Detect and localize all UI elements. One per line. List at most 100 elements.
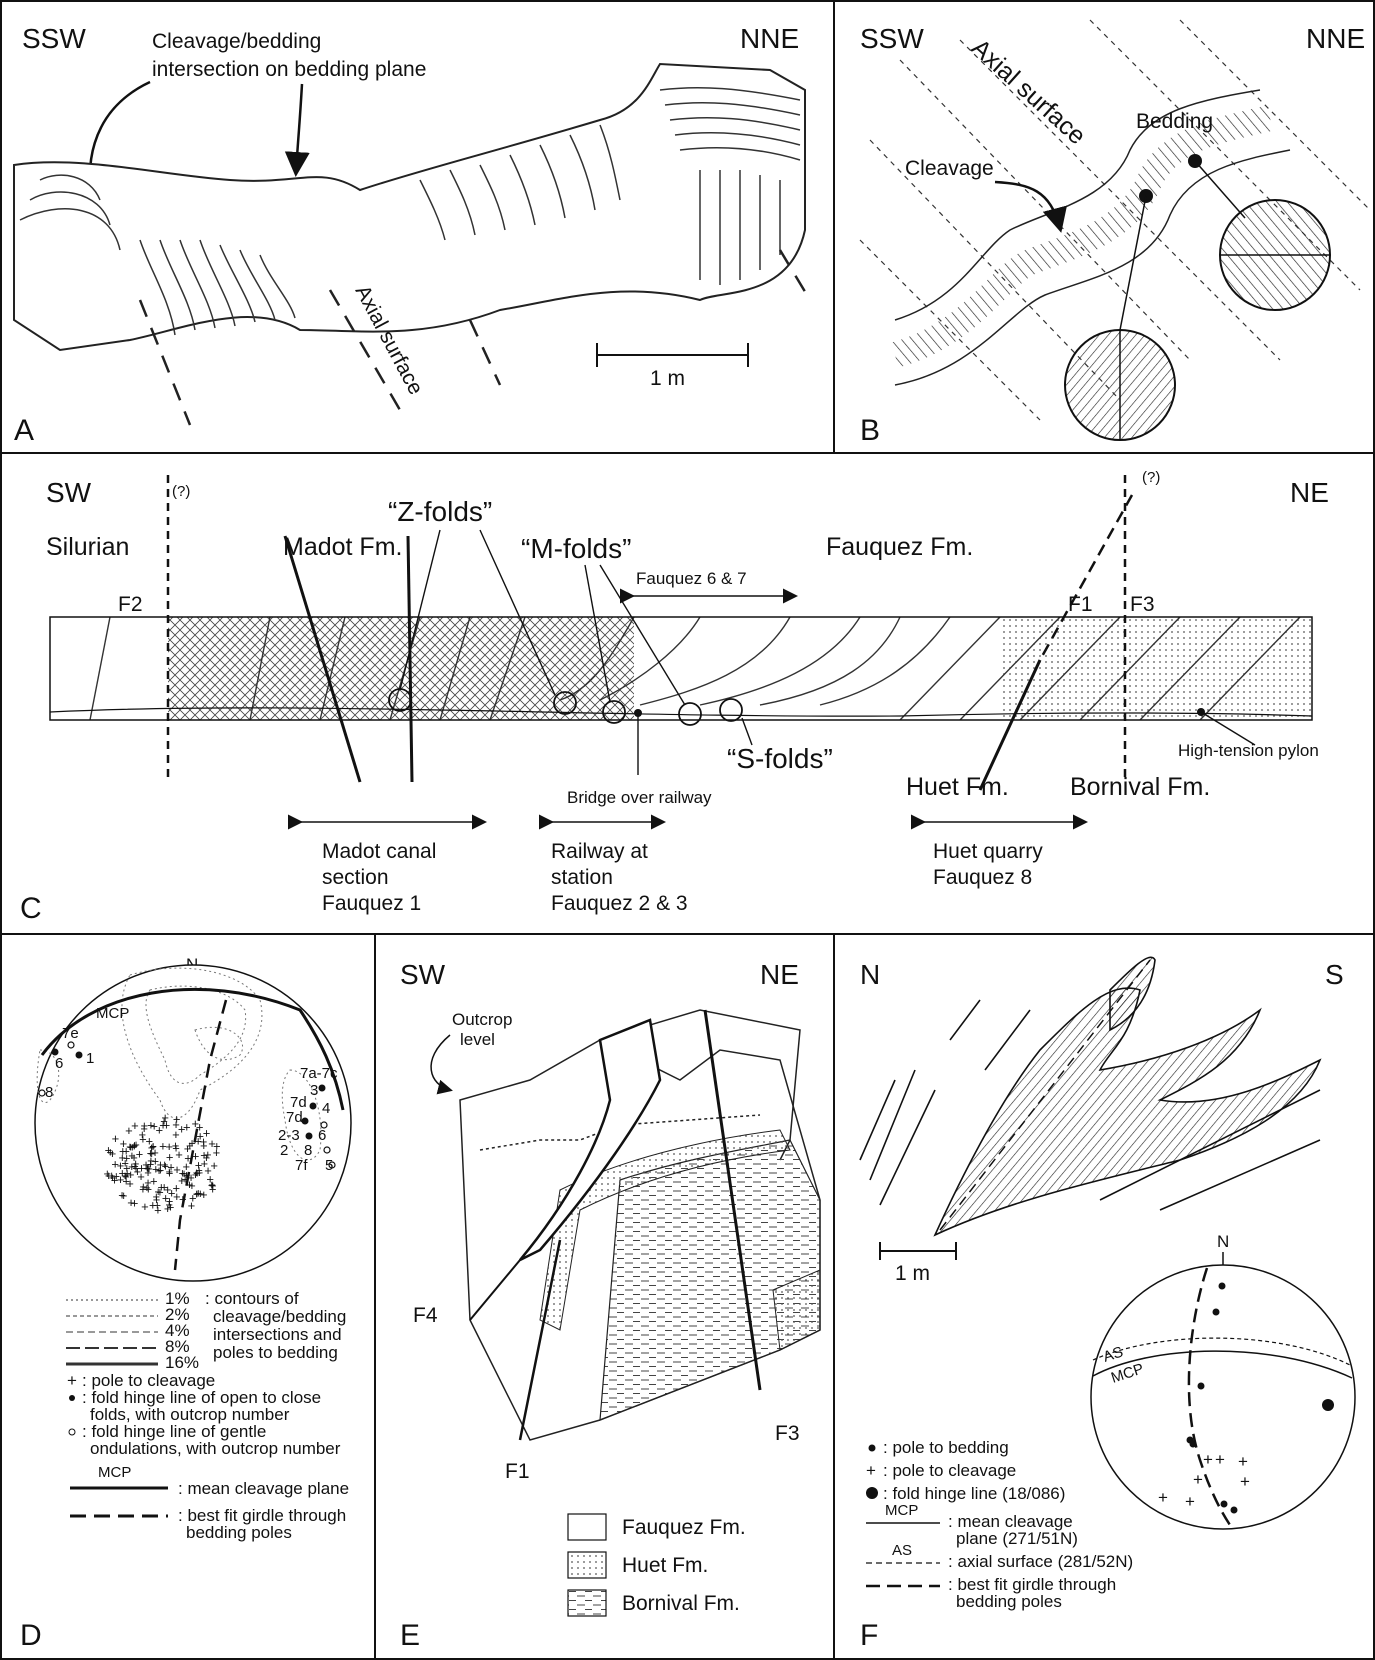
svg-text:+: + <box>1238 1452 1248 1471</box>
panel-e-legend-huet: Huet Fm. <box>622 1554 708 1577</box>
panel-b-left-direction: SSW <box>860 23 924 54</box>
cleavage-pole-mark: + <box>187 1170 195 1185</box>
panel-d-legend-pct: 1% 2% 4% 8% 16% <box>165 1289 199 1372</box>
svg-text:cleavage/bedding: cleavage/bedding <box>213 1307 346 1326</box>
panel-f-legend-big-dot <box>866 1487 878 1499</box>
panel-d-legend-dot <box>69 1395 75 1401</box>
panel-b-cleavage-label: Cleavage <box>905 157 994 180</box>
panel-c-pylon: High-tension pylon <box>1178 741 1319 760</box>
panel-d-legend-girdle-b: bedding poles <box>186 1523 292 1542</box>
panel-c-huet: Huet Fm. <box>906 773 1009 801</box>
panel-c-q-right: (?) <box>1142 469 1160 486</box>
panel-b-letter: B <box>860 414 880 447</box>
panel-f-fold-core <box>1110 957 1155 1030</box>
panel-c-right-direction: NE <box>1290 477 1329 508</box>
panel-b-bedding-label: Bedding <box>1136 110 1213 133</box>
panel-c-silurian-block <box>50 617 185 720</box>
panel-c-f1: F1 <box>1068 593 1093 616</box>
panel-b-axial-label: Axial surface <box>966 34 1091 151</box>
panel-e-legend-swatch-huet <box>568 1552 606 1578</box>
panel-f-north: N <box>1217 1232 1229 1251</box>
panel-c-fauquez: Fauquez Fm. <box>826 533 973 561</box>
svg-text:5: 5 <box>325 1157 333 1174</box>
cleavage-pole-mark: + <box>109 1170 117 1185</box>
svg-text:7e: 7e <box>62 1025 79 1042</box>
panel-f-legend-dot <box>869 1445 876 1452</box>
cleavage-pole-mark: + <box>153 1192 161 1207</box>
panel-c: SW NE Silurian Madot Fm. “Z-folds” “M-fo… <box>20 469 1329 925</box>
panel-d-mcp-label: MCP <box>96 1005 129 1022</box>
panel-f-legend-cleavage: : pole to cleavage <box>883 1461 1016 1480</box>
panel-c-sec2-l2: station <box>551 866 613 889</box>
svg-text:poles to bedding: poles to bedding <box>213 1343 338 1362</box>
cleavage-pole-mark: + <box>192 1116 200 1131</box>
cleavage-pole-mark: + <box>206 1171 214 1186</box>
cleavage-pole-mark: + <box>162 1158 170 1173</box>
panel-c-sec3-l1: Huet quarry <box>933 840 1043 863</box>
panel-e-legend-bornival: Bornival Fm. <box>622 1592 740 1615</box>
cleavage-pole-mark: + <box>179 1192 187 1207</box>
cleavage-pole-mark: + <box>127 1195 135 1210</box>
svg-text:6: 6 <box>318 1127 326 1144</box>
cleavage-pole-mark: + <box>117 1172 125 1187</box>
panel-c-left-direction: SW <box>46 477 92 508</box>
panel-c-huet-block <box>1000 617 1312 720</box>
panel-a-arrow-right <box>296 84 302 172</box>
svg-text:+: + <box>1240 1472 1250 1491</box>
panel-c-sec2-l3: Fauquez 2 & 3 <box>551 892 688 915</box>
svg-text:8: 8 <box>45 1084 53 1101</box>
svg-text:4: 4 <box>322 1100 330 1117</box>
cleavage-pole-mark: + <box>120 1136 128 1151</box>
svg-text:+: + <box>1203 1450 1213 1469</box>
panel-b-hatched-bed <box>895 118 1270 355</box>
svg-text:6: 6 <box>55 1055 63 1072</box>
svg-text:intersections and: intersections and <box>213 1325 342 1344</box>
panel-c-f3: F3 <box>1130 593 1155 616</box>
panel-d-legend-mcp-tag: MCP <box>98 1464 131 1481</box>
cleavage-pole-mark: + <box>186 1138 194 1153</box>
panel-f-stereonet <box>1091 1265 1355 1529</box>
cleavage-pole-mark: + <box>119 1150 127 1165</box>
panel-f-legend-girdle-b: bedding poles <box>956 1592 1062 1611</box>
panel-e-legend-swatch-bornival <box>568 1590 606 1616</box>
svg-text:+: + <box>1193 1470 1203 1489</box>
panel-a-outcrop <box>14 64 805 350</box>
panel-c-zfolds: “Z-folds” <box>388 496 492 527</box>
svg-text:1: 1 <box>86 1050 94 1067</box>
panel-e-outcrop-1: Outcrop <box>452 1010 512 1029</box>
panel-a: SSW NNE Cleavage/bedding intersection on… <box>14 23 810 447</box>
panel-e-legend-swatch-fauquez <box>568 1514 606 1540</box>
panel-c-madot-block <box>168 617 634 720</box>
panel-b-right-direction: NNE <box>1306 23 1365 54</box>
cleavage-pole-mark: + <box>161 1110 169 1125</box>
panel-c-f2: F2 <box>118 593 143 616</box>
svg-text:+: + <box>1158 1488 1168 1507</box>
panel-d-legend-fold2-b: ondulations, with outcrop number <box>90 1439 341 1458</box>
svg-text:+: + <box>1215 1450 1225 1469</box>
panel-c-mfolds: “M-folds” <box>521 533 631 564</box>
panel-d-legend-contours: : contours of cleavage/bedding intersect… <box>205 1289 346 1362</box>
panel-f-legend-plus: + <box>866 1461 876 1480</box>
panel-b: SSW NNE Axial surface Bedding Cleavage B <box>860 20 1370 447</box>
cleavage-pole-mark: + <box>213 1145 221 1160</box>
panel-d-letter: D <box>20 1619 42 1652</box>
panel-d-legend-mcp: : mean cleavage plane <box>178 1479 349 1498</box>
panel-e-f4: F4 <box>413 1304 438 1327</box>
panel-f-legend-hinge: : fold hinge line (18/086) <box>883 1484 1065 1503</box>
panel-a-annotation-line1: Cleavage/bedding <box>152 30 321 53</box>
panel-f-letter: F <box>860 1619 878 1652</box>
panel-e-outcrop-arrow <box>431 1035 450 1090</box>
panel-c-q-left: (?) <box>172 483 190 500</box>
panel-a-letter: A <box>14 414 34 447</box>
panel-c-letter: C <box>20 892 42 925</box>
panel-c-bridge: Bridge over railway <box>567 788 712 807</box>
cleavage-pole-mark: + <box>193 1186 201 1201</box>
panel-f-legend-mcp-tag: MCP <box>885 1502 918 1519</box>
panel-f-hinge-point <box>1322 1399 1334 1411</box>
panel-d: N MCP ++++++++++++++++++++++++++++++++++… <box>20 955 351 1652</box>
svg-text:3: 3 <box>310 1082 318 1099</box>
panel-c-sec1-l2: section <box>322 866 389 889</box>
cleavage-pole-mark: + <box>141 1199 149 1214</box>
